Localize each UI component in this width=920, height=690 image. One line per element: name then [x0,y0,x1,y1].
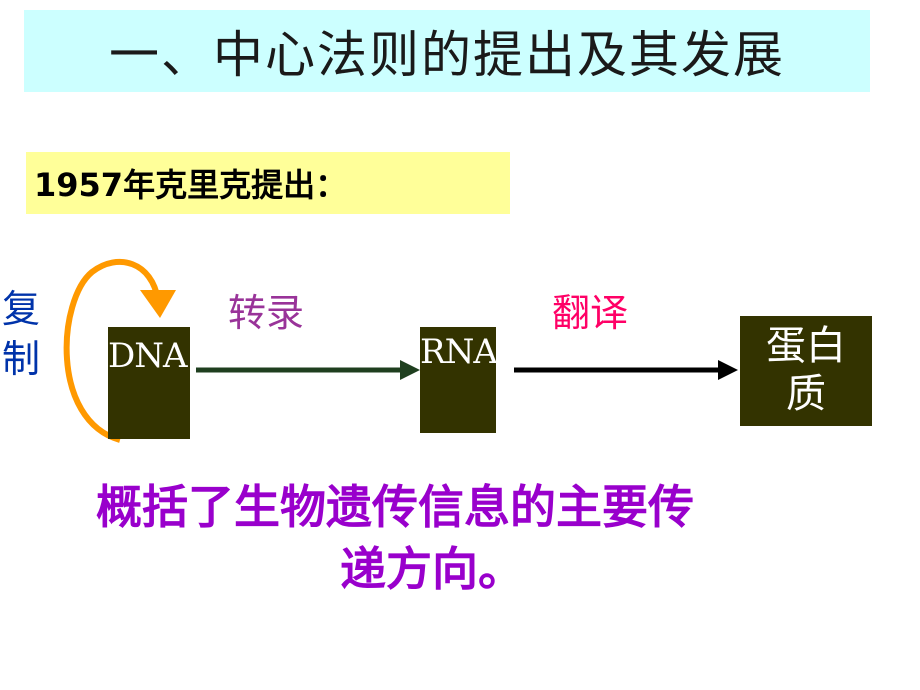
summary-text: 概括了生物遗传信息的主要传 递方向。 [96,476,896,600]
subtitle: 1957年克里克提出： [34,166,348,204]
summary-line-2: 递方向。 [340,542,524,596]
replication-label: 复制 [2,287,41,381]
protein-node: 蛋白质 [740,316,872,426]
summary-line-1: 概括了生物遗传信息的主要传 [96,480,694,534]
translation-arrowhead-icon [718,360,738,380]
translation-label: 翻译 [552,291,629,335]
transcription-label: 转录 [228,291,305,335]
rna-label: RNA [420,332,498,372]
transcription-arrowhead-icon [400,360,420,380]
replication-loop-arrow-icon [63,258,161,443]
dna-label: DNA [108,336,188,376]
replication-arrowhead-icon [140,290,176,318]
page-title: 一、中心法则的提出及其发展 [109,26,785,84]
subtitle-box: 1957年克里克提出： [26,152,510,214]
title-bar: 一、中心法则的提出及其发展 [24,10,870,92]
rna-node: RNA [420,327,498,433]
protein-label: 蛋白质 [766,323,846,417]
dna-node: DNA [108,327,190,439]
